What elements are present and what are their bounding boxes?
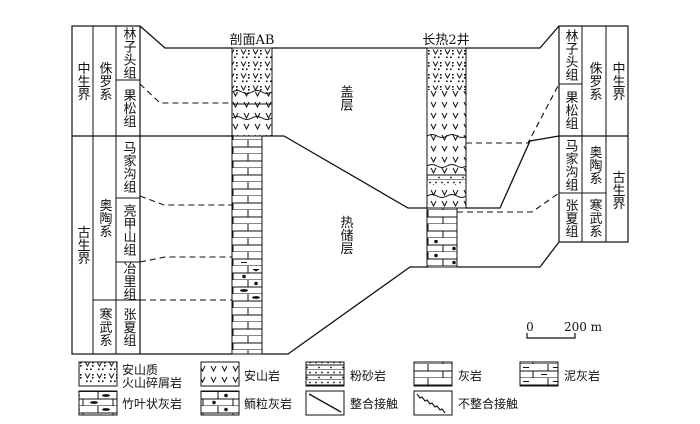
scale-zero-label: 0 (526, 320, 534, 334)
left-stratigraphy-table: 中生界 古生界 侏罗系 奥陶系 寒武系 林子头组 果松组 马家沟组 亮甲山组 冶… (71, 25, 141, 355)
left-formation-yeli: 冶里组 (121, 262, 137, 301)
ordovician-dashed-left (139, 195, 232, 206)
well-label-profile-ab: 剖面AB (230, 33, 275, 48)
left-system-ordovician: 奥陶系 (97, 199, 113, 238)
guosong-dashed-left (139, 83, 232, 104)
cap-reservoir-boundary (262, 135, 427, 209)
mesozoic-paleozoic-unconformity-right (466, 135, 560, 209)
legend-siltstone-label: 粉砂岩 (350, 368, 386, 383)
left-formation-zhangxia: 张夏组 (121, 308, 137, 347)
top-boundary-line (139, 25, 232, 49)
legend-marl-swatch (519, 361, 559, 387)
legend-volcanic-breccia-line1: 安山质 (122, 362, 158, 377)
left-era-paleozoic: 古生界 (75, 226, 91, 266)
scale-bar: 0 200 m (526, 320, 603, 339)
legend-oolitic-label: 鲕粒灰岩 (244, 396, 292, 411)
left-formation-guosong: 果松组 (121, 89, 137, 128)
legend-conformable-label: 整合接触 (350, 396, 398, 411)
left-lower-limestone-layer (232, 300, 262, 354)
legend-volcanic-breccia-swatch (78, 361, 118, 387)
correlation-lines (139, 25, 560, 355)
right-formation-zhangxia: 张夏组 (563, 199, 579, 238)
legend-unconformable-label: 不整合接触 (458, 396, 518, 411)
right-formation-linzitou: 林子头组 (563, 29, 579, 81)
legend-marl-label: 泥灰岩 (564, 368, 600, 383)
right-andesite-layer (427, 90, 466, 208)
legend-andesite-label: 安山岩 (244, 368, 280, 383)
right-era-mesozoic: 中生界 (610, 62, 626, 102)
right-breccia-layer (427, 48, 466, 90)
liangjiashan-dashed-left (139, 256, 232, 263)
base-boundary (262, 266, 427, 355)
left-limestone-layer (232, 136, 262, 262)
left-marl-layer (232, 262, 262, 270)
right-formation-guosong: 果松组 (563, 91, 579, 130)
right-system-ordovician: 奥陶系 (587, 146, 603, 185)
legend-volcanic-breccia-line2: 火山碎屑岩 (122, 375, 182, 390)
legend-limestone-swatch (413, 361, 453, 387)
left-formation-liangjiashan: 亮甲山组 (121, 203, 137, 256)
legend-siltstone-swatch (305, 361, 345, 387)
right-formation-majiagou: 马家沟组 (563, 139, 579, 191)
right-siltstone-layer (427, 174, 466, 184)
legend: 安山质 火山碎屑岩 安山岩 粉砂岩 灰岩 泥灰岩 竹叶状灰岩 鲕粒灰岩 整合接触… (78, 361, 600, 416)
right-oolitic-limestone-layer (427, 240, 457, 267)
right-era-paleozoic: 古生界 (610, 171, 626, 211)
guosong-dashed-right (466, 83, 560, 144)
left-andesite-layer (232, 92, 272, 136)
right-system-cambrian: 寒武系 (587, 198, 603, 238)
legend-flat-pebble-label: 竹叶状灰岩 (122, 396, 182, 411)
left-flat-pebble-layer (232, 288, 262, 300)
right-limestone-layer (427, 208, 457, 240)
legend-limestone-label: 灰岩 (458, 368, 482, 383)
scale-length-label: 200 m (564, 320, 603, 334)
legend-andesite-swatch (200, 361, 240, 387)
right-stratigraphy-table: 林子头组 果松组 马家沟组 张夏组 侏罗系 奥陶系 寒武系 中生界 古生界 (558, 25, 629, 243)
right-lithology-column (426, 47, 467, 268)
left-lithology-column (231, 47, 273, 355)
legend-oolitic-swatch (200, 390, 240, 416)
top-boundary-right (466, 25, 560, 49)
cap-layer-label: 盖层 (338, 85, 354, 112)
legend-flat-pebble-swatch (78, 390, 118, 416)
left-formation-majiagou: 马家沟组 (121, 141, 137, 193)
ordovician-dashed-right (457, 192, 560, 213)
well-label-changre-2: 长热2井 (422, 33, 469, 48)
left-oolitic-limestone-layer (232, 270, 262, 288)
left-system-cambrian: 寒武系 (97, 307, 113, 347)
left-system-jurassic: 侏罗系 (97, 62, 113, 101)
reservoir-layer-label: 热储层 (338, 216, 354, 256)
legend-unconformable-swatch (413, 390, 453, 416)
left-breccia-layer (232, 48, 272, 92)
right-system-jurassic: 侏罗系 (587, 62, 603, 101)
base-boundary-right (457, 241, 560, 268)
left-era-mesozoic: 中生界 (75, 62, 91, 102)
left-formation-linzitou: 林子头组 (121, 27, 137, 79)
